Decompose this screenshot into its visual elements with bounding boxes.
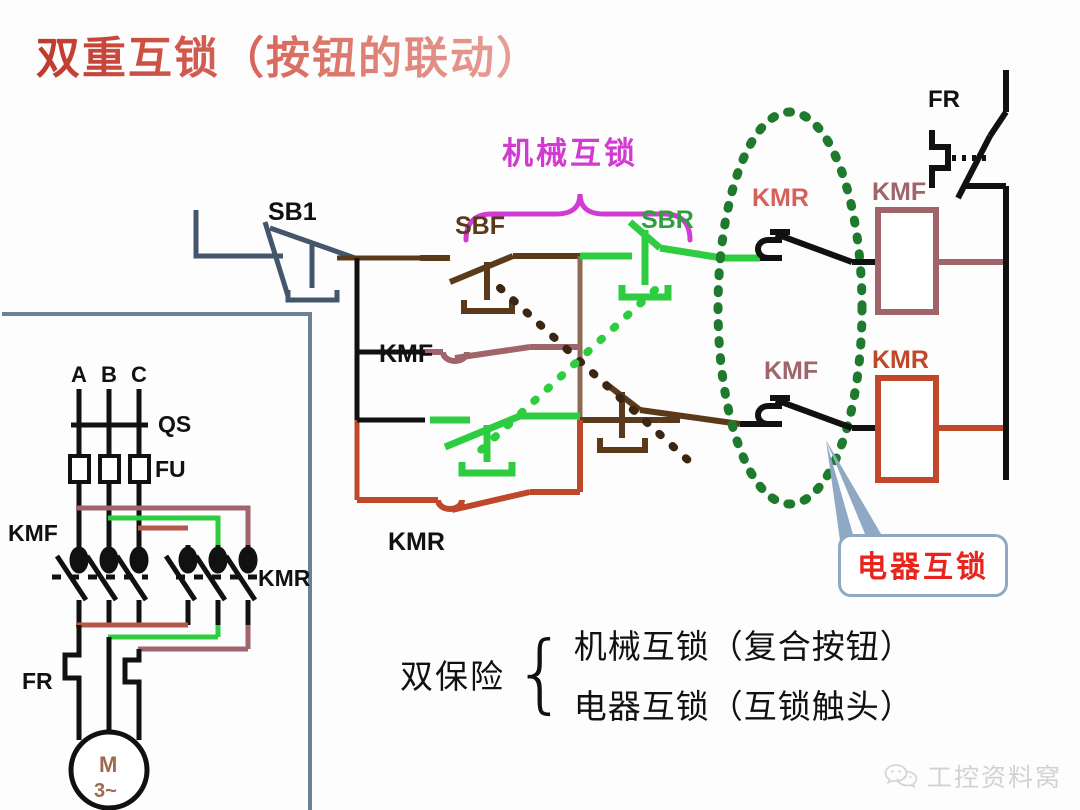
- kmf-interlock-label: KMF: [764, 357, 819, 385]
- summary-line-1: 机械互锁（复合按钮）: [573, 627, 914, 666]
- mechanical-link-dotted: [466, 284, 694, 466]
- phase-a-label: A: [71, 362, 87, 387]
- kmr-interlock-contact: [755, 229, 878, 265]
- qs-label: QS: [158, 411, 192, 437]
- summary-block: 双保险 { 机械互锁（复合按钮） 电器互锁（互锁触头）: [400, 620, 914, 728]
- fu-fuses: [68, 454, 151, 545]
- kmf-hold-contact: [425, 344, 580, 364]
- wechat-icon: [884, 764, 918, 789]
- mechanical-interlock-label: 机械互锁: [502, 136, 638, 172]
- watermark: 工控资料窝: [884, 758, 1062, 794]
- phase-swap-wires: [76, 505, 251, 545]
- kmr-coil-label: KMR: [872, 346, 929, 374]
- watermark-text: 工控资料窝: [926, 763, 1062, 792]
- kmf-main-label: KMF: [8, 520, 58, 546]
- electrical-interlock-callout: 电器互锁: [838, 534, 1008, 597]
- kmf-coil-label: KMF: [872, 178, 927, 206]
- sbr-nc-contact-brown: [580, 380, 741, 453]
- fr-label: FR: [22, 668, 53, 694]
- sbf-button: [420, 253, 580, 314]
- mechanical-brace: [463, 193, 693, 243]
- sb1-stop-button: [193, 210, 420, 303]
- summary-line-2: 电器互锁（互锁触头）: [573, 687, 914, 726]
- motor-symbol: [68, 729, 150, 810]
- kmr-hold-label: KMR: [388, 528, 445, 556]
- main-contacts: [54, 545, 258, 625]
- phase-b-label: B: [101, 362, 117, 387]
- power-circuit-group: [2, 312, 312, 810]
- fr-contact-label: FR: [928, 86, 960, 113]
- kmr-interlock-label: KMR: [752, 184, 809, 212]
- kmf-hold-label: KMF: [379, 340, 434, 368]
- motor-phase-label: 3~: [94, 780, 117, 802]
- control-left-bus: [354, 258, 430, 503]
- bottom-swap-wires: [76, 622, 251, 652]
- sbf-label: SBF: [455, 212, 505, 240]
- kmr-coil: [875, 375, 1006, 483]
- kmr-main-label: KMR: [258, 565, 311, 591]
- kmf-coil: [875, 207, 1006, 315]
- summary-brace: {: [513, 623, 568, 724]
- phase-lines: [76, 389, 142, 425]
- kmf-interlock-contact: [740, 395, 878, 431]
- sbr-no-contact-green: [430, 412, 580, 477]
- sbr-label: SBR: [641, 206, 694, 234]
- summary-head: 双保险: [400, 657, 505, 696]
- kmr-hold-contact: [357, 420, 583, 513]
- fu-label: FU: [155, 456, 186, 482]
- fr-overload: [62, 625, 142, 740]
- sb1-label: SB1: [268, 198, 317, 226]
- page-title: 双重互锁（按钮的联动）: [36, 22, 542, 86]
- sbr-button: [580, 219, 760, 301]
- motor-letter: M: [99, 752, 118, 777]
- phase-c-label: C: [131, 362, 147, 387]
- electrical-interlock-ellipse: [713, 107, 867, 509]
- fr-nc-contact: [929, 70, 1009, 480]
